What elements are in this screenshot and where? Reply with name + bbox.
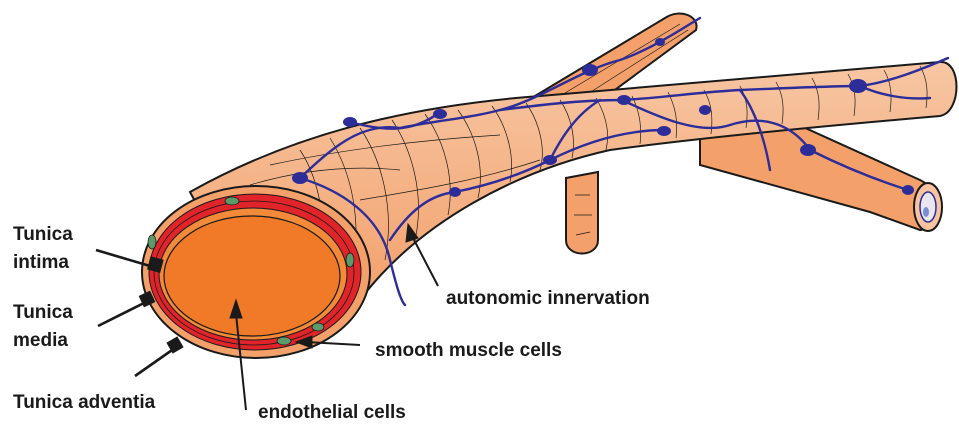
tunica-intima-label-1: Tunica (13, 224, 73, 245)
smooth-muscle-cells-label: smooth muscle cells (375, 340, 562, 361)
tunica-adventia-label: Tunica adventia (13, 392, 156, 413)
vessel-cross-section (142, 186, 370, 358)
endothelial-cells-label: endothelial cells (258, 402, 406, 423)
tunica-intima-pointer (96, 250, 150, 266)
tunica-adventia-pointer (135, 348, 175, 376)
tunica-media-pointer (98, 302, 146, 326)
tunica-intima-label-2: intima (13, 252, 69, 273)
tunica-media-label-1: Tunica (13, 302, 73, 323)
autonomic-innervation-pointer (412, 236, 438, 286)
branch-stub (566, 172, 598, 254)
tunica-media-label-2: media (13, 330, 68, 351)
autonomic-innervation-label: autonomic innervation (446, 288, 650, 309)
